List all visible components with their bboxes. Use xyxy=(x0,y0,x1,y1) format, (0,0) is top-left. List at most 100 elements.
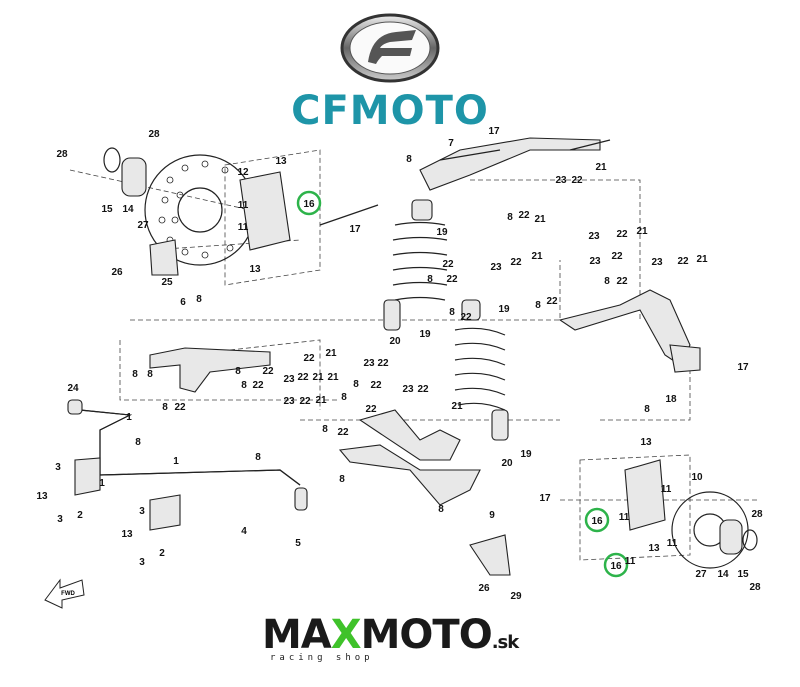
callout-part-23: 23 xyxy=(490,262,502,273)
callout-part-22: 22 xyxy=(417,384,429,395)
brake-disc-front xyxy=(144,154,256,266)
link-5 xyxy=(294,487,308,511)
callout-part-20: 20 xyxy=(389,336,401,347)
callout-part-22: 22 xyxy=(262,366,274,377)
callout-part-19: 19 xyxy=(436,227,448,238)
callout-part-14: 14 xyxy=(122,204,134,215)
callout-part-15: 15 xyxy=(737,569,749,580)
highlight-part-16-top xyxy=(296,190,322,216)
callout-part-1: 1 xyxy=(173,456,179,467)
callout-part-23: 23 xyxy=(589,256,601,267)
callout-part-19: 19 xyxy=(419,329,431,340)
callout-part-8: 8 xyxy=(147,369,153,380)
fwd-label: FWD xyxy=(61,591,75,597)
circlip-rear xyxy=(742,529,758,551)
callout-part-21: 21 xyxy=(325,348,337,359)
callout-part-3: 3 xyxy=(139,557,145,568)
callout-part-13: 13 xyxy=(640,437,652,448)
callout-part-28: 28 xyxy=(148,129,160,140)
callout-part-23: 23 xyxy=(588,231,600,242)
callout-part-8: 8 xyxy=(255,452,261,463)
callout-part-22: 22 xyxy=(616,229,628,240)
callout-part-14: 14 xyxy=(717,569,729,580)
callout-part-13: 13 xyxy=(249,264,261,275)
callout-part-22: 22 xyxy=(546,296,558,307)
callout-part-23: 23 xyxy=(402,384,414,395)
callout-part-23: 23 xyxy=(283,374,295,385)
callout-part-8: 8 xyxy=(449,307,455,318)
callout-part-22: 22 xyxy=(460,312,472,323)
callout-part-8: 8 xyxy=(341,392,347,403)
callout-part-12: 12 xyxy=(237,167,249,178)
callout-part-22: 22 xyxy=(510,257,522,268)
brake-guard-rear xyxy=(469,534,511,576)
callout-part-22: 22 xyxy=(377,358,389,369)
callout-part-27: 27 xyxy=(137,220,149,231)
callout-part-5: 5 xyxy=(295,538,301,549)
callout-part-21: 21 xyxy=(451,401,463,412)
callout-part-3: 3 xyxy=(57,514,63,525)
callout-part-1: 1 xyxy=(126,412,132,423)
maxmoto-tagline: racing shop xyxy=(270,653,374,663)
callout-part-22: 22 xyxy=(446,274,458,285)
knuckle-front xyxy=(239,171,291,251)
circlip-front xyxy=(103,147,121,173)
callout-part-22: 22 xyxy=(370,380,382,391)
callout-part-2: 2 xyxy=(159,548,165,559)
callout-part-21: 21 xyxy=(312,372,324,383)
callout-part-22: 22 xyxy=(303,353,315,364)
callout-part-15: 15 xyxy=(101,204,113,215)
callout-part-21: 21 xyxy=(595,162,607,173)
cfmoto-wordmark: CFMOTO xyxy=(291,88,489,134)
knuckle-rear xyxy=(624,459,666,531)
callout-part-9: 9 xyxy=(489,510,495,521)
maxmoto-logo: MAXMOTO.sk xyxy=(262,612,520,658)
callout-part-8: 8 xyxy=(162,402,168,413)
maxmoto-logo-text: MA xyxy=(262,612,332,658)
callout-part-10: 10 xyxy=(691,472,703,483)
callout-part-11: 11 xyxy=(238,200,249,211)
callout-part-23: 23 xyxy=(283,396,295,407)
callout-part-29: 29 xyxy=(510,591,522,602)
lower-arm-9 xyxy=(338,444,481,506)
callout-part-8: 8 xyxy=(132,369,138,380)
maxmoto-logo-text-2: MOTO xyxy=(360,612,493,658)
callout-part-17: 17 xyxy=(539,493,551,504)
maxmoto-logo-tld: .sk xyxy=(491,632,520,653)
callout-part-21: 21 xyxy=(636,226,648,237)
callout-part-21: 21 xyxy=(696,254,708,265)
callout-part-8: 8 xyxy=(241,380,247,391)
wheel-bearing-front xyxy=(121,157,147,197)
bushing-bracket-right xyxy=(149,494,181,531)
callout-part-11: 11 xyxy=(661,484,672,495)
callout-part-3: 3 xyxy=(55,462,61,473)
callout-part-22: 22 xyxy=(518,210,530,221)
cfmoto-emblem-icon xyxy=(340,13,440,83)
callout-part-8: 8 xyxy=(644,404,650,415)
callout-part-11: 11 xyxy=(667,538,678,549)
callout-part-16: 16 xyxy=(303,199,315,210)
wheel-bearing-rear xyxy=(719,519,743,555)
callout-part-21: 21 xyxy=(534,214,546,225)
callout-part-23: 23 xyxy=(555,175,567,186)
callout-part-2: 2 xyxy=(77,510,83,521)
callout-part-27: 27 xyxy=(695,569,707,580)
callout-part-25: 25 xyxy=(161,277,173,288)
callout-part-26: 26 xyxy=(111,267,123,278)
callout-part-22: 22 xyxy=(616,276,628,287)
callout-part-22: 22 xyxy=(677,256,689,267)
callout-part-28: 28 xyxy=(56,149,68,160)
callout-part-4: 4 xyxy=(241,526,247,537)
callout-part-16: 16 xyxy=(591,516,603,527)
callout-part-3: 3 xyxy=(139,506,145,517)
callout-part-20: 20 xyxy=(501,458,513,469)
callout-part-8: 8 xyxy=(322,424,328,435)
fwd-arrow-icon: FWD xyxy=(44,578,85,609)
callout-part-8: 8 xyxy=(507,212,513,223)
bushing-bracket-left xyxy=(74,457,101,496)
callout-part-26: 26 xyxy=(478,583,490,594)
assembly-guides xyxy=(69,149,760,561)
shock-absorber-rear xyxy=(454,299,509,441)
callout-part-22: 22 xyxy=(252,380,264,391)
